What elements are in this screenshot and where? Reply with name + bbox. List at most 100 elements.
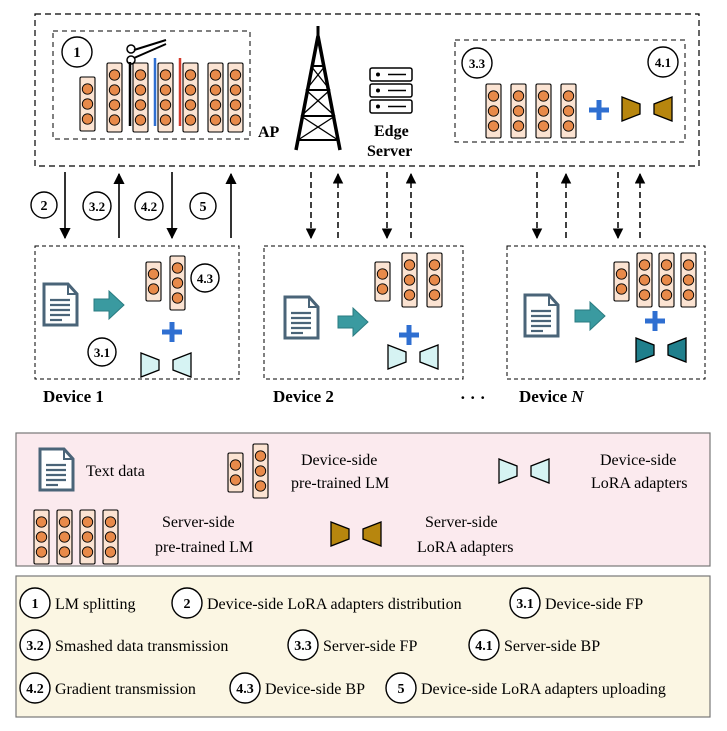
legend-device-lm-line1: Device-side (301, 452, 377, 469)
device-N-lora-icon (635, 337, 687, 363)
device-N-layer-3 (658, 252, 675, 308)
split-layer-2 (132, 62, 149, 133)
svg-text:4.2: 4.2 (141, 199, 157, 214)
step-badge: 1 (32, 597, 39, 612)
svg-text:5: 5 (200, 200, 207, 215)
server-box-layer-1 (485, 83, 502, 139)
split-layer-6 (227, 62, 244, 133)
legend-box (15, 432, 711, 567)
step-item: 3.1 Device-side FP (509, 587, 643, 619)
svg-text:1: 1 (73, 45, 81, 61)
diagram-step-badges: 1 3.3 4.1 2 3.2 4.2 5 4.3 3.1 (30, 36, 679, 367)
step-text: Device-side LoRA adapters uploading (421, 681, 666, 698)
server-box-layer-2 (510, 83, 527, 139)
ellipsis: · · · (460, 388, 486, 407)
legend-device-lora-line1: Device-side (600, 452, 676, 469)
badge-step-4-1: 4.1 (647, 46, 679, 78)
legend-device-lora-icon (498, 458, 550, 484)
legend-server-lora-line2: LoRA adapters (417, 539, 513, 556)
server-box-layer-4 (560, 83, 577, 139)
legend-server-lora-icon (330, 521, 382, 547)
legend-device-lm-line2: pre-trained LM (291, 475, 389, 492)
plus-icon (589, 100, 609, 120)
device-2-document-icon (283, 295, 320, 340)
legend-device-lm-layer-2 (252, 443, 269, 499)
step-text: Server-side FP (323, 638, 417, 655)
step-item: 1 LM splitting (19, 587, 135, 619)
badge-step-1: 1 (61, 36, 93, 68)
badge-step-3-3: 3.3 (461, 47, 493, 79)
split-layer-5 (207, 62, 224, 133)
device-1-layer-1 (145, 261, 162, 302)
scissors-icon (126, 39, 167, 65)
legend-server-lm-layer-3 (79, 509, 96, 565)
device-1-layer-2 (169, 255, 186, 311)
ap-label: AP (258, 124, 280, 141)
svg-text:4.1: 4.1 (655, 55, 671, 70)
step-text: Device-side FP (545, 596, 643, 613)
step-text: Device-side LoRA adapters distribution (207, 596, 462, 613)
plus-icon (162, 322, 182, 342)
step-text: Server-side BP (504, 638, 600, 655)
step-badge: 3.1 (516, 597, 534, 612)
device-1-arrow-icon (93, 289, 125, 321)
badge-step-5: 5 (189, 192, 217, 220)
legend-server-lm-layer-4 (102, 509, 119, 565)
device-2-label: Device 2 (273, 387, 334, 406)
legend-server-lora-line1: Server-side (425, 514, 498, 531)
plus-icon (645, 311, 665, 331)
device-N-label: Device N (519, 387, 584, 406)
device-2-lora-icon (387, 344, 439, 370)
step-badge: 4.1 (475, 639, 493, 654)
device-N-arrow-icon (574, 300, 606, 332)
edge-server-icon (369, 67, 413, 114)
badge-step-3-2: 3.2 (82, 191, 112, 221)
ap-tower-icon (294, 26, 342, 151)
steps-box (15, 575, 711, 718)
plus-icon (399, 325, 419, 345)
plus-icon (589, 100, 609, 120)
svg-text:4.3: 4.3 (197, 271, 214, 286)
step-badge: 4.2 (26, 682, 44, 697)
svg-text:3.1: 3.1 (94, 345, 110, 360)
legend-server-lm-line2: pre-trained LM (155, 539, 253, 556)
step-text: LM splitting (55, 596, 135, 613)
legend-text-data-label: Text data (86, 463, 145, 480)
step-item: 2 Device-side LoRA adapters distribution (171, 587, 462, 619)
device-N-layer-2 (636, 252, 653, 308)
step-item: 3.2 Smashed data transmission (19, 629, 228, 661)
device-1-box (34, 245, 240, 380)
legend-device-lm-layer-1 (227, 452, 244, 493)
device-2-layer-2 (401, 252, 418, 308)
step-badge: 3.2 (26, 639, 44, 654)
badge-step-2: 2 (30, 191, 58, 219)
device-icons (42, 252, 697, 378)
step-item: 4.1 Server-side BP (468, 629, 600, 661)
edge-server-label-line2: Server (367, 143, 412, 160)
device-N-prefix: Device (519, 387, 571, 406)
badge-step-4-2: 4.2 (134, 191, 164, 221)
device-N-box (506, 245, 706, 380)
device-1-document-icon (42, 282, 79, 327)
split-layer-4 (182, 62, 199, 133)
device-2-layer-1 (374, 261, 391, 302)
device-1-label: Device 1 (43, 387, 104, 406)
legend-document-icon (38, 447, 75, 492)
server-lora-bowtie (621, 96, 673, 122)
step-badge: 3.3 (294, 639, 312, 654)
svg-text:3.3: 3.3 (469, 56, 486, 71)
split-layer-1 (106, 62, 123, 133)
server-side-model-layers (485, 83, 577, 139)
device-2-arrow-icon (337, 306, 369, 338)
device-N-layer-1 (613, 261, 630, 302)
legend-server-lm-line1: Server-side (162, 514, 235, 531)
step-text: Smashed data transmission (55, 638, 228, 655)
badge-step-3-1: 3.1 (87, 337, 117, 367)
server-region (34, 13, 700, 167)
step-badge: 2 (184, 597, 191, 612)
split-layer-3 (157, 62, 174, 133)
